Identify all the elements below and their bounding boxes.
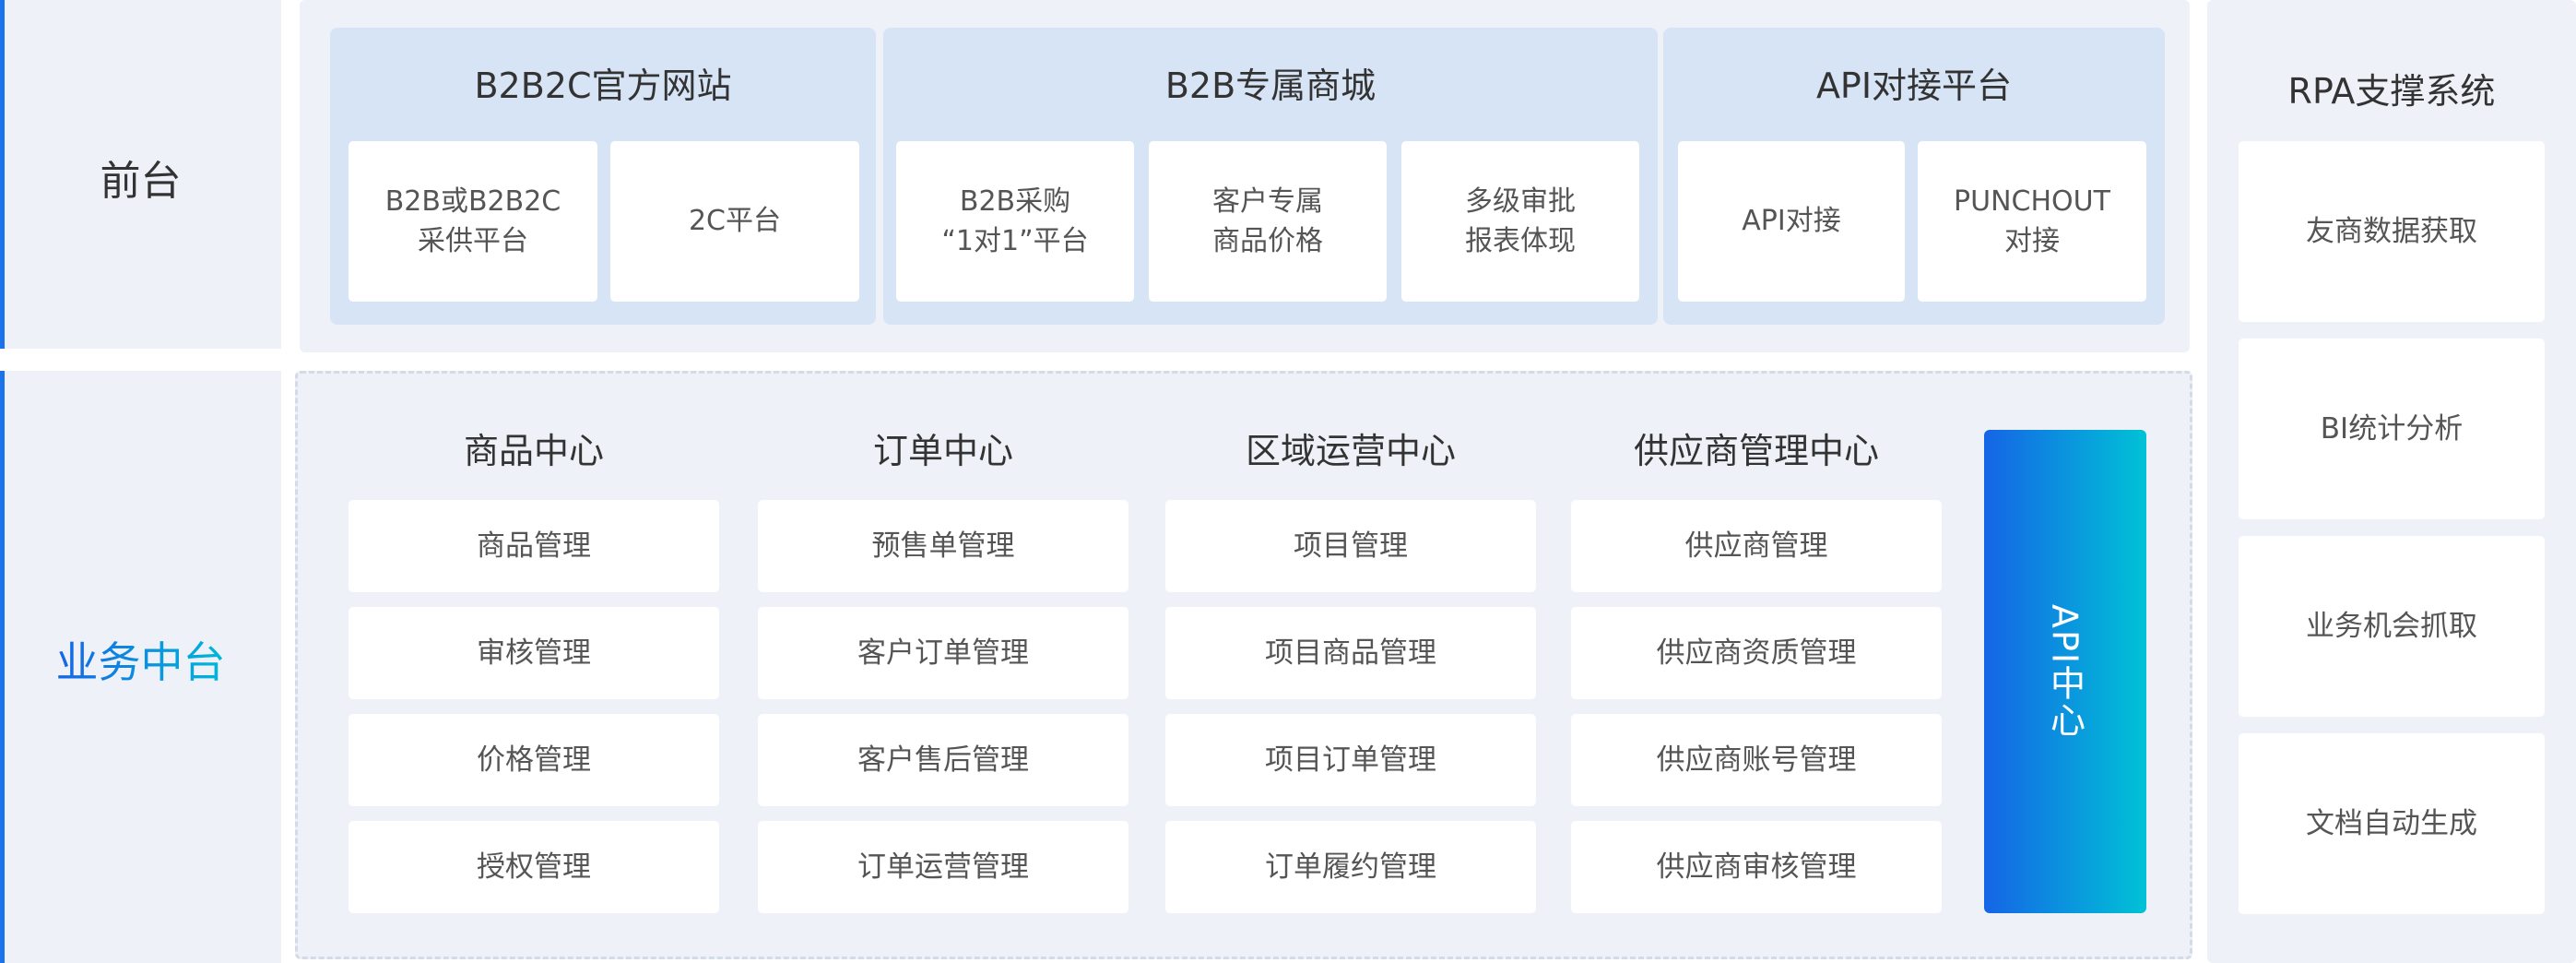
- frontend-card: B2B采购 “1对1”平台: [896, 141, 1134, 302]
- rpa-item: 文档自动生成: [2239, 733, 2545, 914]
- frontend-card: API对接: [1678, 141, 1905, 302]
- middle-label: 业务中台: [55, 637, 226, 687]
- group-title: B2B2C官方网站: [474, 65, 732, 106]
- api-center-label: API中心: [2044, 603, 2086, 740]
- center-item: 授权管理: [349, 821, 719, 913]
- frontend-label-panel: 前台: [0, 0, 281, 349]
- center-item: 价格管理: [349, 714, 719, 806]
- center-item: 供应商审核管理: [1571, 821, 1942, 913]
- center-item: 订单履约管理: [1165, 821, 1536, 913]
- center-item: 预售单管理: [758, 500, 1128, 592]
- center-title: 区域运营中心: [1245, 431, 1456, 471]
- api-center-bar: API中心: [1984, 430, 2146, 913]
- frontend-accent-bar: [0, 0, 5, 349]
- rpa-item: 友商数据获取: [2239, 141, 2545, 322]
- center-title: 订单中心: [872, 431, 1013, 471]
- rpa-title: RPA支撑系统: [2287, 71, 2496, 112]
- center-item: 客户订单管理: [758, 607, 1128, 699]
- group-title: B2B专属商城: [1164, 65, 1377, 106]
- frontend-card: 多级审批 报表体现: [1401, 141, 1639, 302]
- center-title: 商品中心: [463, 431, 604, 471]
- frontend-card: B2B或B2B2C 采供平台: [349, 141, 597, 302]
- center-item: 项目订单管理: [1165, 714, 1536, 806]
- frontend-card: 客户专属 商品价格: [1149, 141, 1387, 302]
- frontend-label: 前台: [100, 158, 182, 205]
- center-item: 商品管理: [349, 500, 719, 592]
- center-item: 供应商管理: [1571, 500, 1942, 592]
- center-item: 供应商资质管理: [1571, 607, 1942, 699]
- group-title: API对接平台: [1815, 65, 2013, 106]
- center-item: 客户售后管理: [758, 714, 1128, 806]
- center-title: 供应商管理中心: [1633, 431, 1879, 471]
- center-item: 项目商品管理: [1165, 607, 1536, 699]
- middle-label-panel: 业务中台: [0, 371, 281, 963]
- middle-accent-bar: [0, 371, 5, 963]
- rpa-item: 业务机会抓取: [2239, 536, 2545, 717]
- center-item: 审核管理: [349, 607, 719, 699]
- frontend-card: 2C平台: [610, 141, 859, 302]
- frontend-card: PUNCHOUT 对接: [1918, 141, 2146, 302]
- center-item: 项目管理: [1165, 500, 1536, 592]
- center-item: 供应商账号管理: [1571, 714, 1942, 806]
- center-item: 订单运营管理: [758, 821, 1128, 913]
- rpa-item: BI统计分析: [2239, 339, 2545, 519]
